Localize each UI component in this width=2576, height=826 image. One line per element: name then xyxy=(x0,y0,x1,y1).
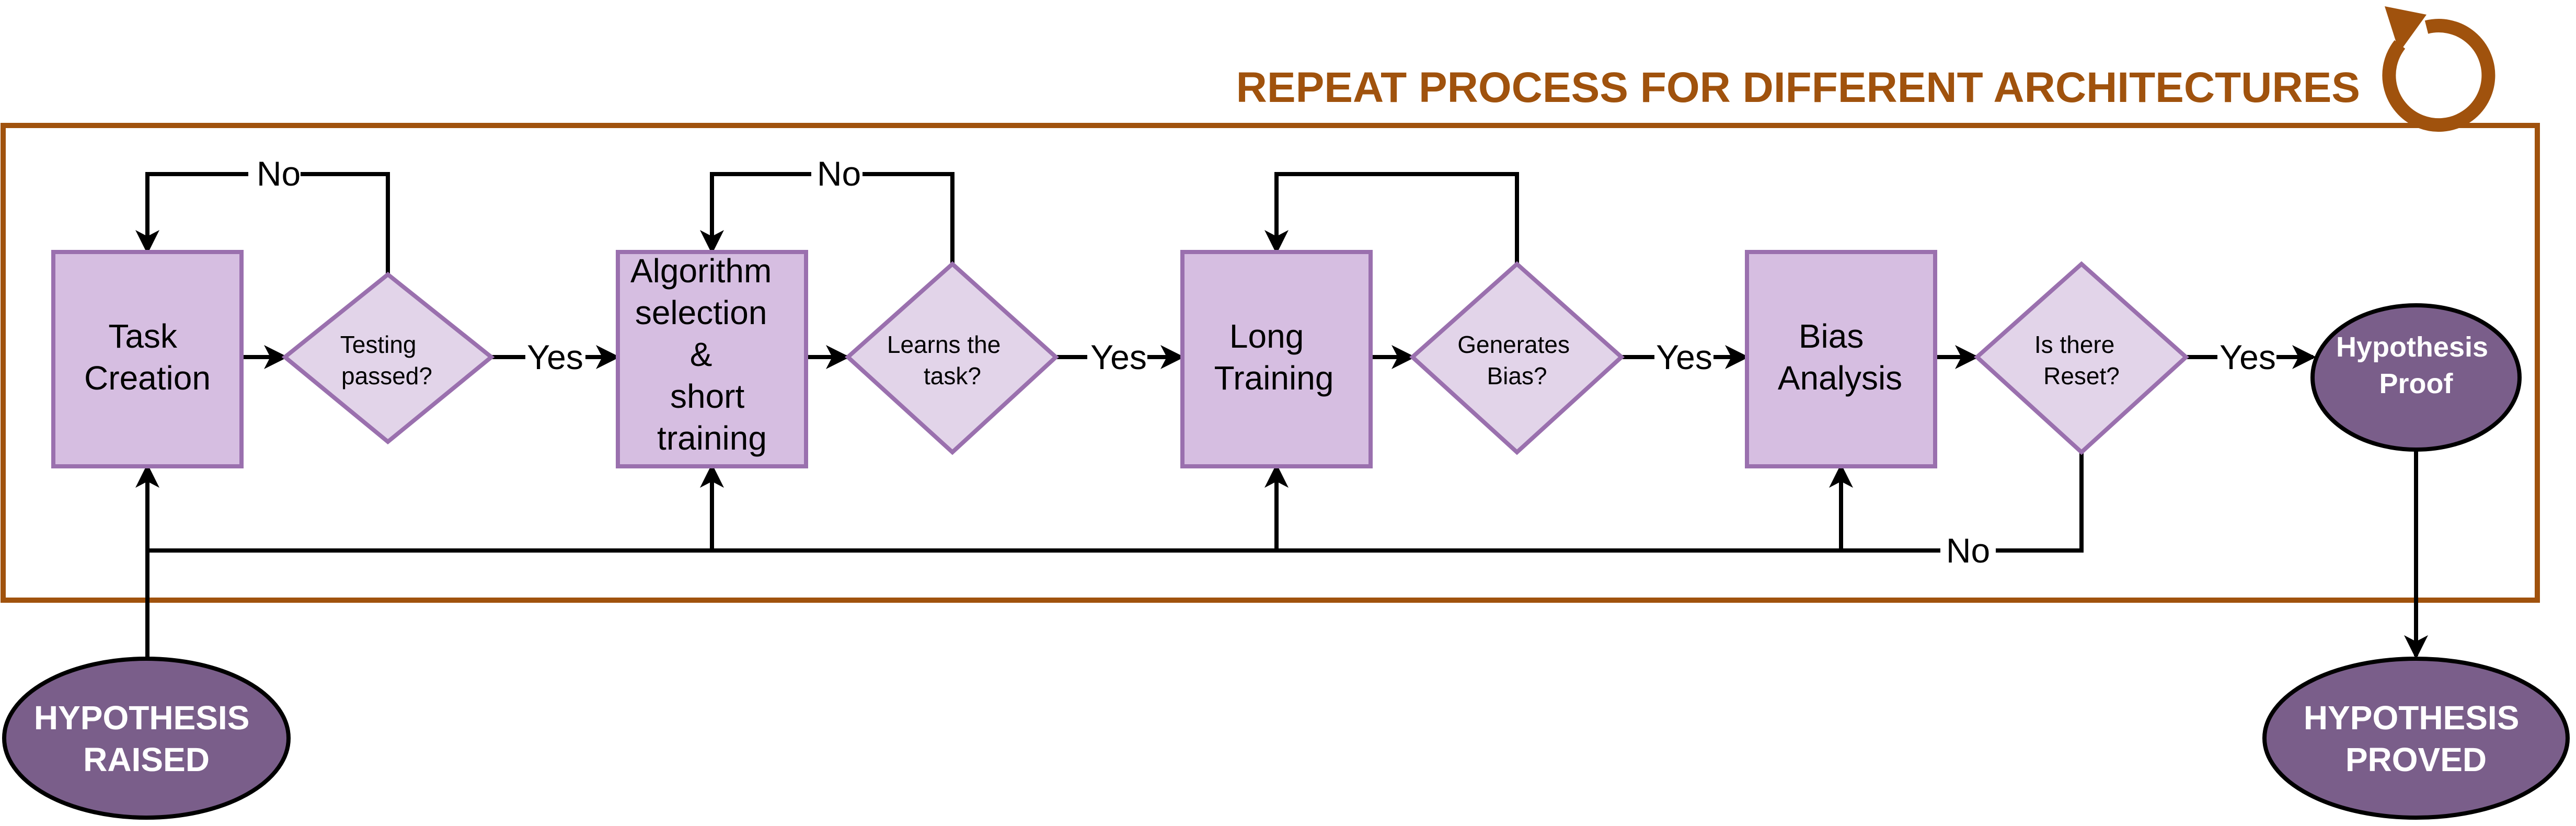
terminal-hypothesis-raised: HYPOTHESIS RAISED xyxy=(2,657,291,820)
repeat-arrow-icon xyxy=(2382,6,2496,132)
svg-text:Hypothesis Proof: Hypothesis Proof xyxy=(2336,331,2496,399)
step-text: Algorithm xyxy=(630,252,772,290)
step-bias-analysis: Bias Analysis xyxy=(1745,250,1937,468)
terminal-text: Hypothesis xyxy=(2336,331,2488,363)
step-long-training: Long Training xyxy=(1180,250,1373,468)
svg-text:Task Creation: Task Creation xyxy=(84,317,211,397)
step-text: short xyxy=(670,377,745,415)
step-text: & xyxy=(690,336,712,373)
step-algorithm-selection: Algorithm selection & short training xyxy=(616,250,808,468)
svg-text:Generates Bias?: Generates Bias? xyxy=(1457,331,1577,389)
step-text: Task xyxy=(108,317,178,355)
svg-text:Algorithm selection: Algorithm selection & short training xyxy=(630,252,781,457)
step-task-creation: Task Creation xyxy=(51,250,244,468)
step-text: training xyxy=(657,419,767,457)
edge-label-yes-reset: Yes xyxy=(2220,338,2276,376)
decision-text: Learns the xyxy=(887,331,1000,358)
svg-text:Testing passed?: Testing passed? xyxy=(340,331,432,389)
svg-text:HYPOTHESIS PROVED: HYPOTHESIS PROVED xyxy=(2304,699,2528,778)
terminal-text: PROVED xyxy=(2345,741,2487,778)
edge-label-yes-learns: Yes xyxy=(1090,338,1147,376)
svg-text:Long Training: Long Training xyxy=(1214,317,1334,397)
edge-label-yes-testing: Yes xyxy=(527,338,583,376)
decision-text: task? xyxy=(924,362,981,389)
edge-label-no-testing: No xyxy=(257,154,301,193)
process-frame xyxy=(1,123,2540,603)
step-text: selection xyxy=(635,294,767,331)
terminal-hypothesis-proved: HYPOTHESIS PROVED xyxy=(2262,657,2570,820)
decision-testing-passed: Testing passed? xyxy=(281,271,495,445)
decision-text: Generates xyxy=(1457,331,1570,358)
svg-text:Is there Reset?: Is there Reset? xyxy=(2034,331,2121,389)
decision-is-reset: Is there Reset? xyxy=(1974,261,2189,455)
decision-learns-task: Learns the task? xyxy=(845,261,1059,455)
decision-text: Reset? xyxy=(2043,362,2120,389)
step-text: Training xyxy=(1214,359,1334,397)
terminal-text: Proof xyxy=(2379,368,2454,399)
terminal-text: HYPOTHESIS xyxy=(2304,699,2520,737)
terminal-hypothesis-proof: Hypothesis Proof xyxy=(2310,303,2522,452)
edge-label-yes-bias: Yes xyxy=(1656,338,1712,376)
decision-text: passed? xyxy=(341,362,432,389)
decision-text: Testing xyxy=(340,331,417,358)
step-text: Analysis xyxy=(1778,359,1902,397)
decision-text: Is there xyxy=(2034,331,2114,358)
svg-text:Learns the task?: Learns the task? xyxy=(887,331,1007,389)
terminal-text: HYPOTHESIS xyxy=(34,699,250,737)
decision-text: Bias? xyxy=(1487,362,1547,389)
terminal-text: RAISED xyxy=(83,741,210,778)
edge-label-no-learns: No xyxy=(817,154,861,193)
svg-text:Bias Analysis: Bias Analysis xyxy=(1778,317,1902,397)
banner-title: REPEAT PROCESS FOR DIFFERENT ARCHITECTUR… xyxy=(1236,64,2360,111)
step-text: Bias xyxy=(1799,317,1864,355)
edge-label-no-reset: No xyxy=(1946,531,1990,570)
decision-generates-bias: Generates Bias? xyxy=(1409,261,1625,455)
step-text: Creation xyxy=(84,359,211,397)
connectors xyxy=(135,172,2428,659)
svg-text:HYPOTHESIS RAISED: HYPOTHESIS RAISED xyxy=(34,699,259,778)
step-text: Long xyxy=(1229,317,1304,355)
